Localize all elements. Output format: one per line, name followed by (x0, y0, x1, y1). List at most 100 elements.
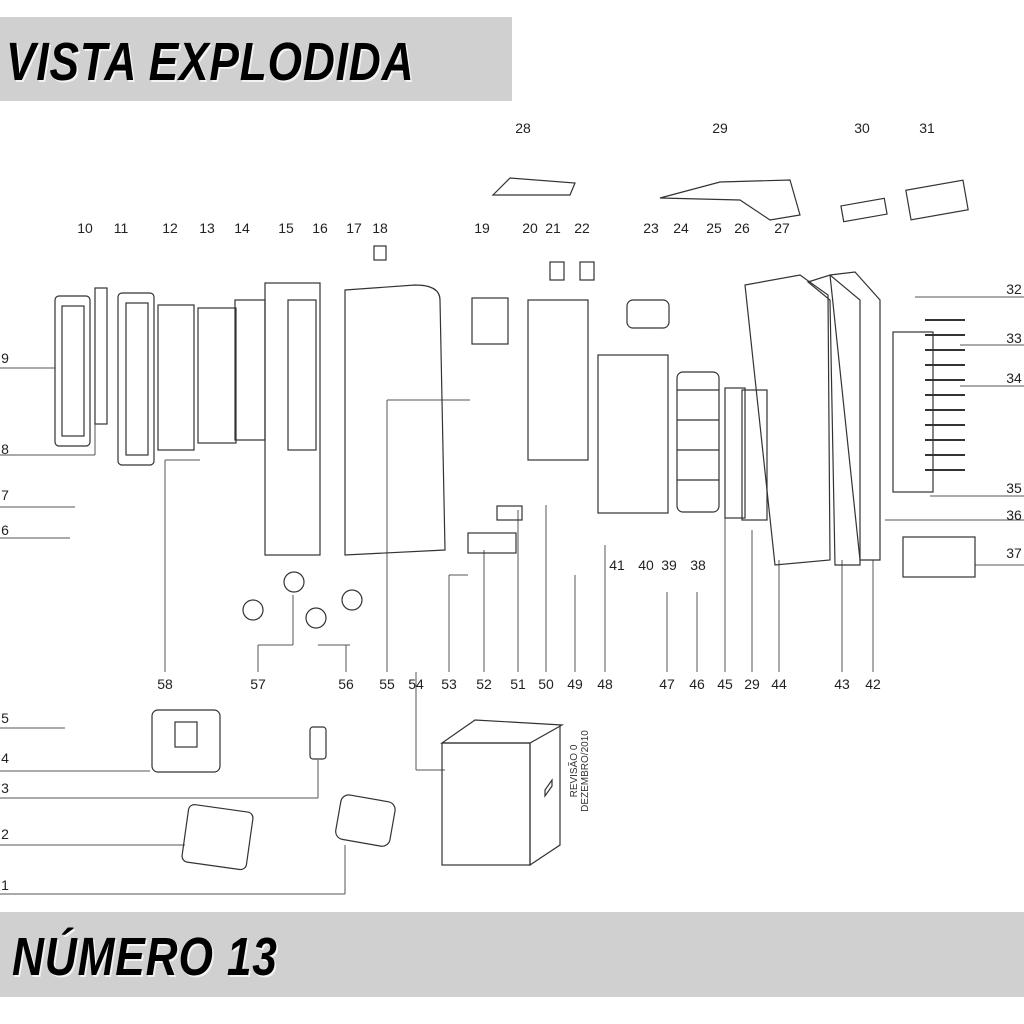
revision-note: REVISÃO 0 DEZEMBRO/2010 (569, 721, 591, 821)
part-45 (741, 389, 768, 521)
part-blower-39 (676, 371, 720, 513)
part-number-label: 37 (1006, 545, 1022, 561)
part-13 (197, 307, 237, 444)
part-rear-cabinet-15 (264, 282, 321, 556)
part-number-label: 57 (250, 676, 266, 692)
revision-date: DEZEMBRO/2010 (580, 730, 591, 812)
part-1 (335, 794, 396, 847)
part-number-label: 52 (476, 676, 492, 692)
part-number-label: 16 (312, 220, 328, 236)
part-number-label: 56 (338, 676, 354, 692)
part-top-29 (659, 179, 801, 221)
part-42 (829, 271, 881, 561)
part-number-label: 13 (199, 220, 215, 236)
part-tank-37 (902, 536, 976, 578)
part-30 (840, 197, 888, 223)
part-grille-9 (54, 295, 91, 447)
part-number-label: 40 (638, 557, 654, 573)
part-evaporator-40 (597, 354, 669, 514)
part-number-label: 26 (734, 220, 750, 236)
part-number-label: 24 (673, 220, 689, 236)
part-number-label: 22 (574, 220, 590, 236)
part-20 (527, 299, 589, 461)
part-number-label: 6 (1, 522, 9, 538)
part-number-label: 44 (771, 676, 787, 692)
part-number-label: 8 (1, 441, 9, 457)
part-number-label: 45 (717, 676, 733, 692)
part-box-54 (440, 719, 565, 867)
part-louvers-33 (925, 319, 965, 471)
part-number-label: 58 (157, 676, 173, 692)
part-number-label: 14 (234, 220, 250, 236)
part-frame-11 (117, 292, 155, 466)
part-number-label: 34 (1006, 370, 1022, 386)
part-number-label: 35 (1006, 480, 1022, 496)
part-number-label: 53 (441, 676, 457, 692)
part-number-label: 42 (865, 676, 881, 692)
part-number-label: 49 (567, 676, 583, 692)
part-2 (181, 804, 254, 871)
part-12 (157, 304, 195, 451)
part-motor-23 (626, 299, 670, 329)
part-number-label: 29 (744, 676, 760, 692)
part-number-label: 9 (1, 350, 9, 366)
part-number-label: 2 (1, 826, 9, 842)
part-number-label: 50 (538, 676, 554, 692)
part-number-label: 47 (659, 676, 675, 692)
part-number-label: 32 (1006, 281, 1022, 297)
part-number-label: 20 (522, 220, 538, 236)
part-18 (373, 245, 387, 261)
part-number-label: 17 (346, 220, 362, 236)
part-remote-3 (309, 726, 327, 760)
part-31 (905, 179, 969, 221)
part-19 (471, 297, 509, 345)
revision-number: REVISÃO 0 (569, 744, 580, 798)
part-number-label: 51 (510, 676, 526, 692)
part-number-label: 12 (162, 220, 178, 236)
part-number-label: 48 (597, 676, 613, 692)
part-filter-10 (94, 287, 108, 425)
part-number-label: 25 (706, 220, 722, 236)
model-number-title: NÚMERO 13 (12, 927, 278, 987)
part-number-label: 29 (712, 120, 728, 136)
part-number-label: 28 (515, 120, 531, 136)
part-number-label: 55 (379, 676, 395, 692)
part-number-label: 23 (643, 220, 659, 236)
part-number-label: 4 (1, 750, 9, 766)
part-casters (242, 571, 363, 629)
page-title: VISTA EXPLODIDA (6, 32, 415, 92)
part-number-label: 15 (278, 220, 294, 236)
part-top-28 (491, 177, 576, 196)
part-number-label: 46 (689, 676, 705, 692)
part-number-label: 39 (661, 557, 677, 573)
part-number-label: 54 (408, 676, 424, 692)
part-number-label: 7 (1, 487, 9, 503)
part-21 (549, 261, 565, 281)
part-number-label: 36 (1006, 507, 1022, 523)
part-number-label: 38 (690, 557, 706, 573)
footer-banner: NÚMERO 13 (0, 912, 1024, 997)
part-number-label: 18 (372, 220, 388, 236)
part-number-label: 27 (774, 220, 790, 236)
part-louvers-32 (892, 331, 934, 493)
part-number-label: 5 (1, 710, 9, 726)
part-14 (234, 299, 266, 441)
part-number-label: 33 (1006, 330, 1022, 346)
part-44 (744, 274, 831, 566)
part-front-cabinet-16 (344, 284, 446, 556)
part-number-label: 30 (854, 120, 870, 136)
part-number-label: 43 (834, 676, 850, 692)
part-number-label: 19 (474, 220, 490, 236)
part-number-label: 21 (545, 220, 561, 236)
header-banner: VISTA EXPLODIDA (0, 17, 512, 101)
part-number-label: 1 (1, 877, 9, 893)
part-number-label: 11 (113, 220, 129, 236)
part-number-label: 41 (609, 557, 625, 573)
part-51 (496, 505, 523, 521)
part-number-label: 3 (1, 780, 9, 796)
part-22 (579, 261, 595, 281)
part-number-label: 10 (77, 220, 93, 236)
part-52 (467, 532, 517, 554)
part-number-label: 31 (919, 120, 935, 136)
